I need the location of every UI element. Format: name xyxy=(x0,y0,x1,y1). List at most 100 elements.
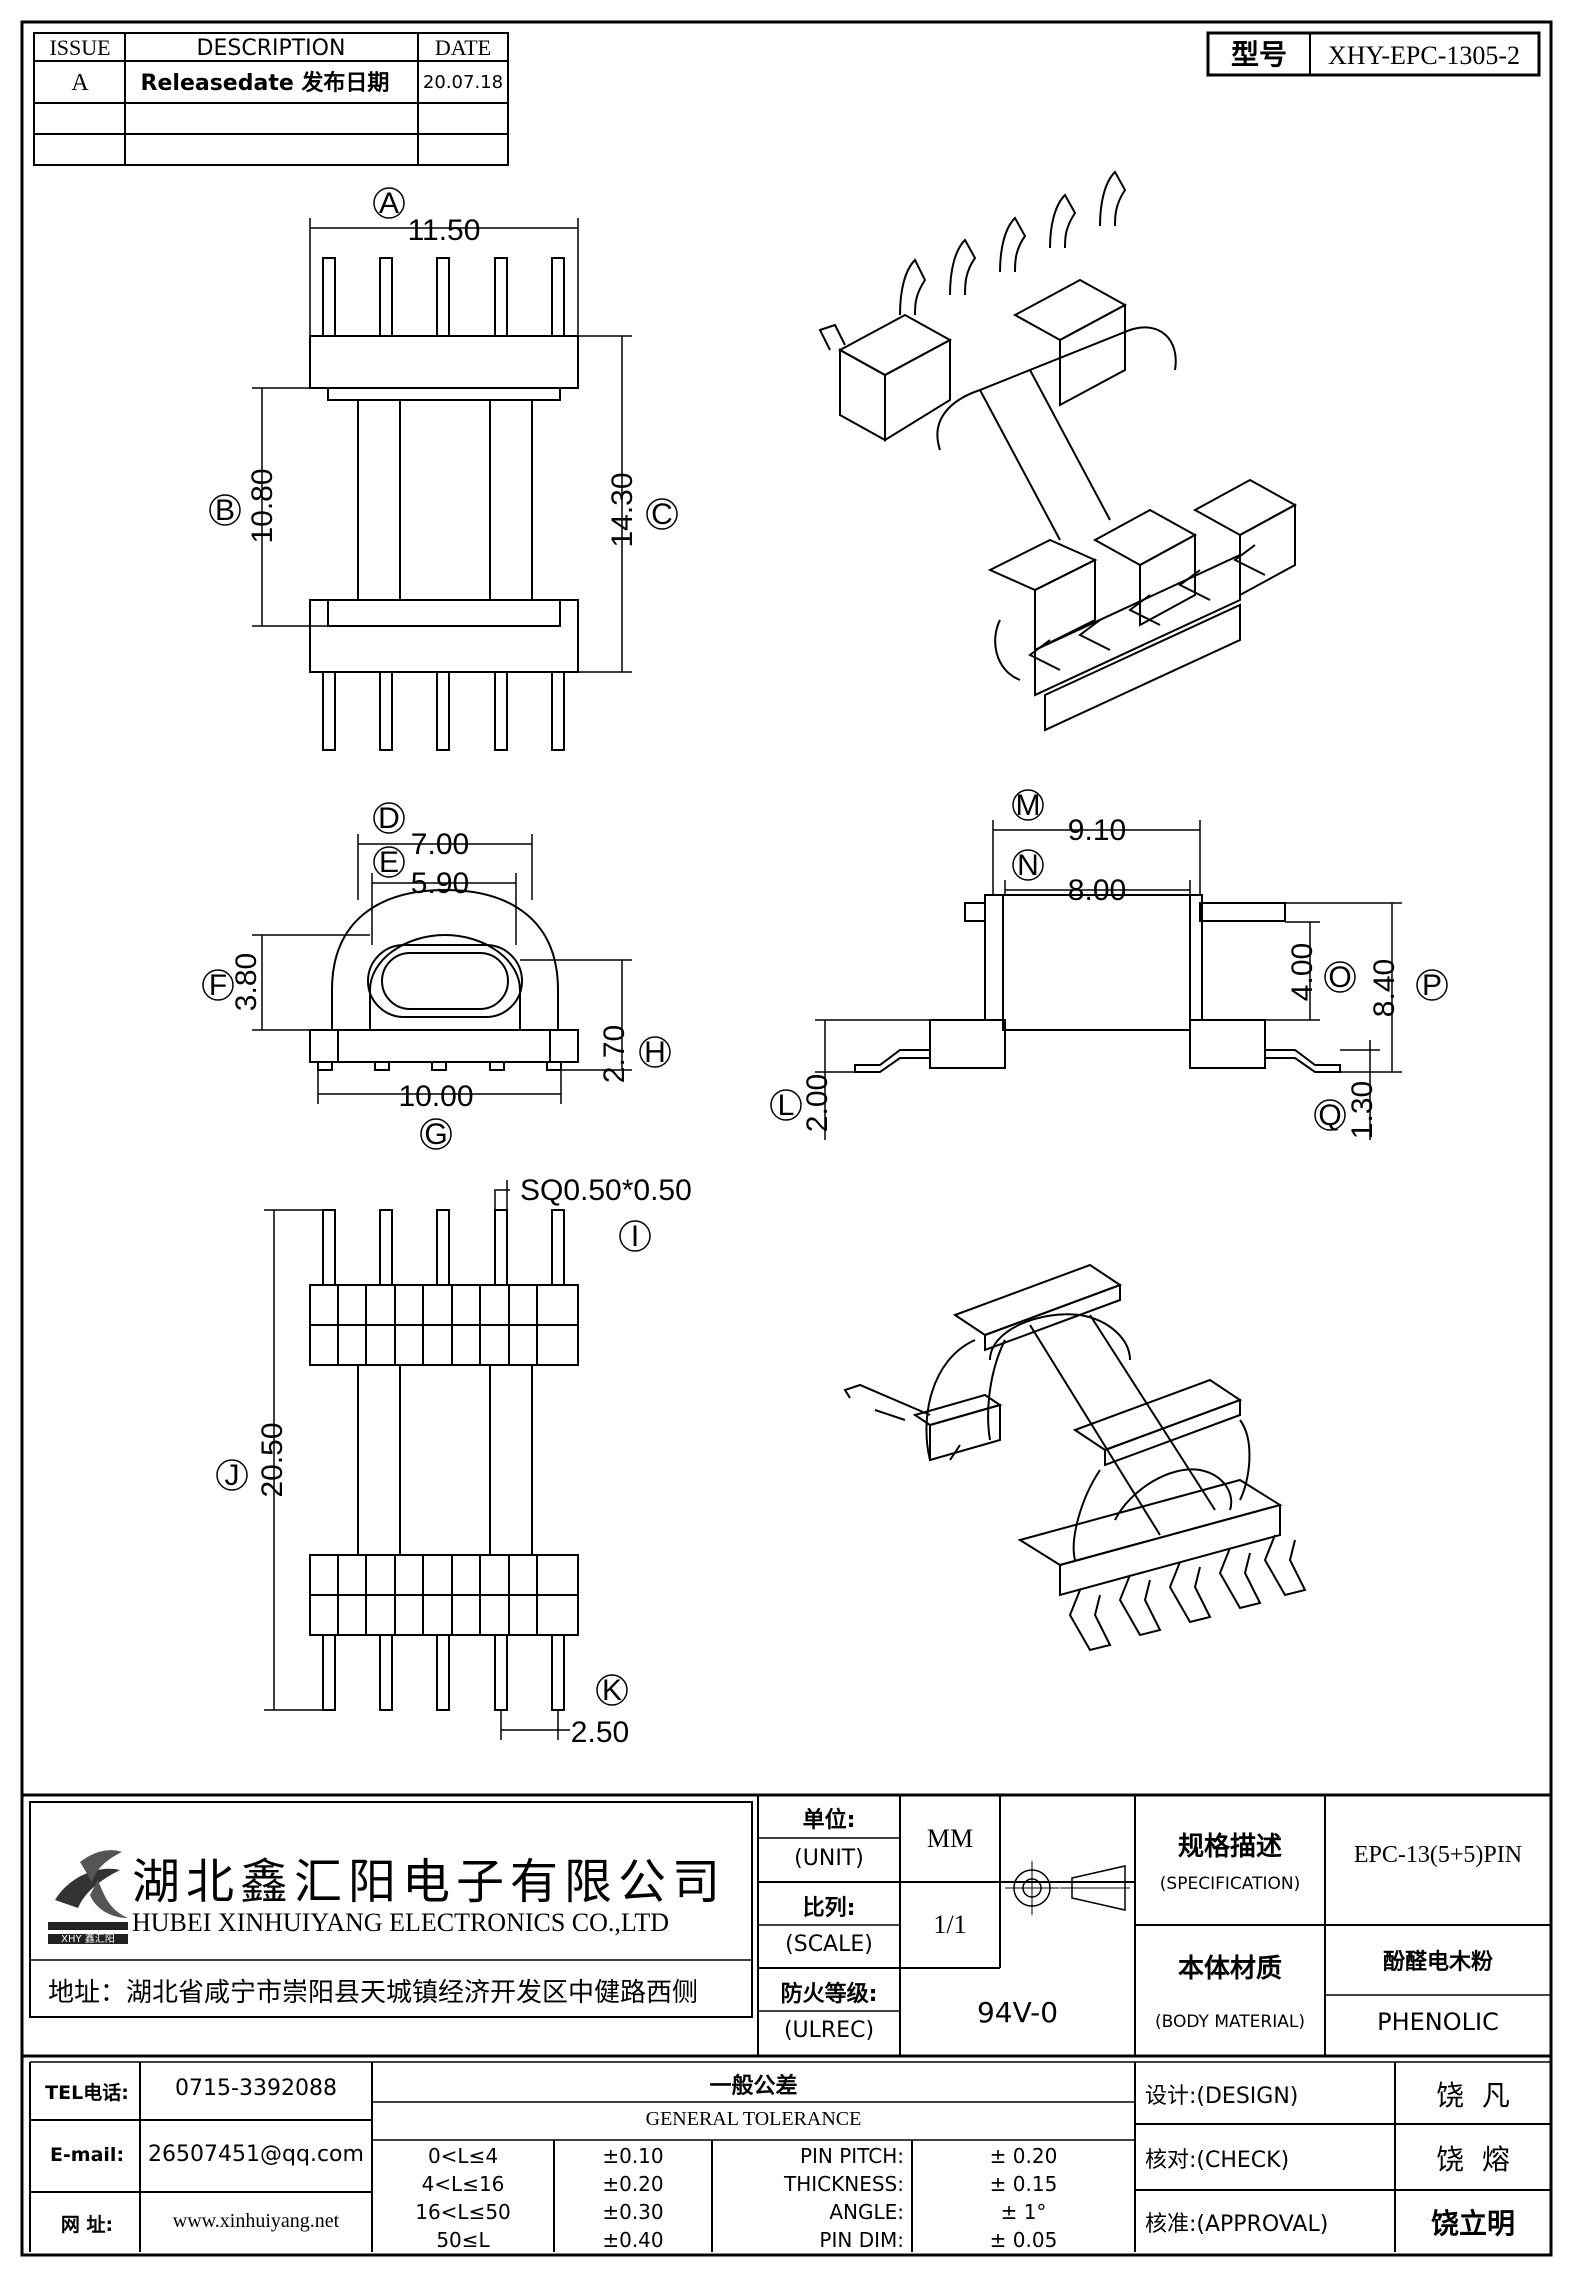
rev-description-a: Releasedate 发布日期 xyxy=(141,70,390,96)
spec-label-cn: 规格描述 xyxy=(1177,1832,1282,1862)
design-label: 设计:(DESIGN) xyxy=(1145,2084,1299,2109)
tol-item-value: ± 1° xyxy=(1000,2200,1047,2224)
dim-h-value: 2.70 xyxy=(598,1025,631,1083)
svg-text:A: A xyxy=(379,187,399,220)
material-label-en: (BODY MATERIAL) xyxy=(1155,2012,1305,2032)
svg-text:G: G xyxy=(424,1118,447,1151)
dim-k-value: 2.50 xyxy=(571,1716,629,1749)
tol-item-value: ± 0.05 xyxy=(989,2228,1058,2252)
isometric-view-top xyxy=(818,170,1298,732)
tol-range-value: ±0.40 xyxy=(602,2228,664,2252)
rev-date-a: 20.07.18 xyxy=(423,72,503,93)
svg-text:E: E xyxy=(379,846,399,879)
tol-item-label: ANGLE: xyxy=(829,2200,904,2224)
tol-item-value: ± 0.15 xyxy=(989,2172,1058,2196)
rev-header-description: DESCRIPTION xyxy=(197,36,346,61)
svg-text:Q: Q xyxy=(1318,1099,1341,1132)
svg-text:B: B xyxy=(215,494,235,527)
tol-range: 4<L≤16 xyxy=(421,2172,505,2196)
dim-f-value: 3.80 xyxy=(230,953,263,1011)
tol-item-value: ± 0.20 xyxy=(989,2144,1058,2168)
material-value-en: PHENOLIC xyxy=(1377,2008,1499,2036)
rev-issue-a: A xyxy=(71,70,89,96)
tol-item-label: PIN DIM: xyxy=(819,2228,904,2252)
company-address: 地址：湖北省咸宁市崇阳县天城镇经济开发区中健路西侧 xyxy=(48,1978,699,2008)
tol-item-label: PIN PITCH: xyxy=(799,2144,904,2168)
tol-range: 50≤L xyxy=(436,2228,490,2252)
title-block xyxy=(22,1793,1551,2252)
design-name: 饶 凡 xyxy=(1436,2079,1510,2112)
svg-text:I: I xyxy=(631,1220,639,1253)
logo-text: XHY 鑫汇阳 xyxy=(61,1932,115,1945)
model-label: 型号 xyxy=(1231,38,1287,71)
dim-j-value: 20.50 xyxy=(256,1422,289,1497)
tol-range-value: ±0.10 xyxy=(602,2144,664,2168)
company-name-cn: 湖北鑫汇阳电子有限公司 xyxy=(132,1854,727,1910)
dim-e-value: 5.90 xyxy=(411,867,469,900)
dim-c-value: 14.30 xyxy=(606,472,639,547)
scale-value: 1/1 xyxy=(933,1910,967,1939)
svg-text:P: P xyxy=(1422,969,1442,1002)
email-value: 26507451@qq.com xyxy=(148,2142,364,2167)
scale-label-cn: 比列: xyxy=(802,1896,856,1921)
isometric-view-bottom xyxy=(843,1263,1307,1652)
svg-text:C: C xyxy=(651,498,673,531)
spec-label-en: (SPECIFICATION) xyxy=(1159,1874,1301,1894)
tel-value: 0715-3392088 xyxy=(175,2076,337,2101)
material-value-cn: 酚醛电木粉 xyxy=(1382,1950,1493,1975)
dim-l-value: 2.00 xyxy=(801,1074,834,1132)
dim-a-value: 11.50 xyxy=(408,214,481,247)
tol-item-label: THICKNESS: xyxy=(784,2172,904,2196)
check-label: 核对:(CHECK) xyxy=(1145,2148,1290,2173)
revision-table: ISSUE DESCRIPTION DATE A Releasedate 发布日… xyxy=(33,32,509,166)
front-view xyxy=(252,834,632,1104)
dim-q-value: 1.30 xyxy=(1346,1081,1379,1139)
approval-label: 核准:(APPROVAL) xyxy=(1145,2212,1329,2237)
dim-n-value: 8.00 xyxy=(1068,874,1126,907)
dim-m-value: 9.10 xyxy=(1068,814,1126,847)
dim-d-value: 7.00 xyxy=(411,828,469,861)
rev-header-issue: ISSUE xyxy=(49,35,110,60)
tol-range: 16<L≤50 xyxy=(415,2200,511,2224)
spec-value: EPC-13(5+5)PIN xyxy=(1353,1842,1523,1868)
top-view xyxy=(252,218,632,751)
scale-label-en: (SCALE) xyxy=(785,1932,873,1957)
dim-b-value: 10.80 xyxy=(246,468,279,543)
model-box: 型号 XHY-EPC-1305-2 xyxy=(1206,31,1541,77)
material-label-cn: 本体材质 xyxy=(1177,1954,1282,1984)
svg-text:O: O xyxy=(1328,961,1351,994)
sheet-border xyxy=(20,20,1553,2257)
web-label: 网 址: xyxy=(60,2214,114,2236)
unit-value: MM xyxy=(926,1824,974,1853)
bottom-view xyxy=(264,1180,579,1740)
approval-name: 饶立明 xyxy=(1430,2207,1515,2240)
tol-range-value: ±0.20 xyxy=(602,2172,664,2196)
fire-label-en: (ULREC) xyxy=(783,2018,875,2043)
svg-text:H: H xyxy=(644,1036,666,1069)
svg-text:N: N xyxy=(1017,849,1039,882)
tolerance-title-en: GENERAL TOLERANCE xyxy=(645,2108,862,2130)
dim-o-value: 4.00 xyxy=(1286,943,1319,1001)
side-view xyxy=(815,820,1402,1140)
svg-text:J: J xyxy=(225,1459,240,1492)
tolerance-title-cn: 一般公差 xyxy=(709,2074,798,2099)
rev-header-date: DATE xyxy=(435,35,491,60)
dim-g-value: 10.00 xyxy=(398,1080,473,1113)
svg-text:M: M xyxy=(1016,789,1041,822)
tol-range-value: ±0.30 xyxy=(602,2200,664,2224)
unit-label-cn: 单位: xyxy=(802,1808,856,1833)
dim-i-value: SQ0.50*0.50 xyxy=(520,1174,692,1207)
svg-text:D: D xyxy=(378,802,400,835)
email-label: E-mail: xyxy=(49,2144,125,2166)
tel-label: TEL电话: xyxy=(45,2082,129,2104)
dim-p-value: 8.40 xyxy=(1368,959,1401,1017)
fire-label-cn: 防火等级: xyxy=(780,1982,878,2007)
svg-text:L: L xyxy=(778,1089,795,1122)
company-logo-icon xyxy=(48,1850,128,1944)
model-value: XHY-EPC-1305-2 xyxy=(1328,41,1520,70)
svg-text:K: K xyxy=(602,1674,622,1707)
check-name: 饶 熔 xyxy=(1436,2143,1510,2176)
company-name-en: HUBEI XINHUIYANG ELECTRONICS CO.,LTD xyxy=(132,1908,670,1937)
web-value: www.xinhuiyang.net xyxy=(172,2210,340,2232)
